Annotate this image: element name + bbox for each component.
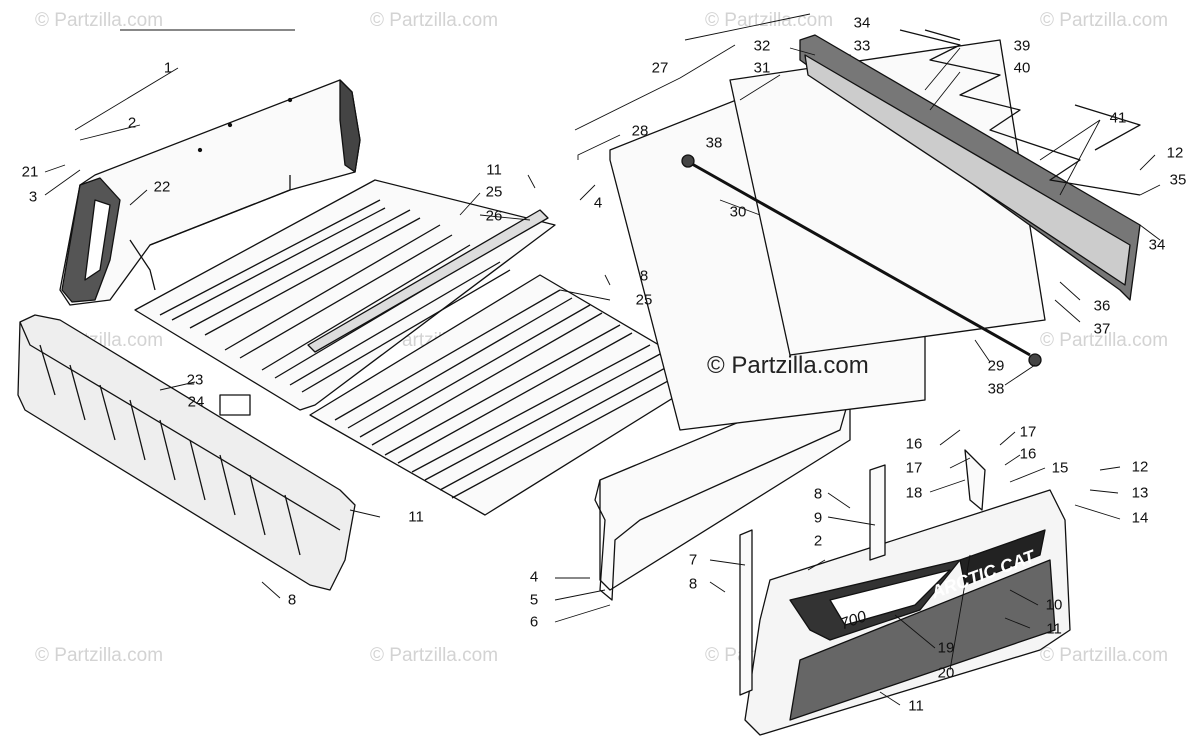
bracket-9 — [869, 464, 886, 561]
watermark: © Partzilla.com — [1040, 645, 1169, 666]
watermark: © Partzilla.com — [370, 10, 499, 31]
callout-label: 11 — [486, 161, 502, 179]
callout-label: 28 — [631, 122, 649, 140]
callout-label: 33 — [853, 37, 871, 55]
callout-label: 23 — [186, 371, 204, 389]
callout-label: 11 — [1046, 620, 1062, 638]
callout-label: 11 — [408, 508, 424, 526]
callout-label: 21 — [21, 163, 39, 181]
callout-label: 32 — [753, 37, 771, 55]
callout-label: 40 — [1013, 59, 1031, 77]
callout-label: 19 — [937, 639, 955, 657]
center-watermark: © Partzilla.com — [707, 352, 869, 379]
callout-label: 15 — [1051, 459, 1069, 477]
rear-gate-assembly — [799, 29, 1141, 301]
callout-label: 10 — [1045, 596, 1063, 614]
callout-label: 1 — [163, 59, 173, 77]
callout-label: 16 — [905, 435, 923, 453]
callout-label: 8 — [639, 267, 649, 285]
watermark: © Partzilla.com — [1040, 330, 1169, 351]
callout-label: 17 — [1019, 423, 1037, 441]
strap-18 — [964, 449, 986, 511]
callout-label: 22 — [153, 178, 171, 196]
callout-label: 16 — [1019, 445, 1037, 463]
callout-label: 37 — [1093, 320, 1111, 338]
watermark: © Partzilla.com — [370, 645, 499, 666]
callout-label: 13 — [1131, 484, 1149, 502]
cap-38b — [1028, 353, 1042, 367]
callout-label: 5 — [529, 591, 539, 609]
tailgate — [744, 489, 1071, 736]
cap-38 — [681, 154, 695, 168]
watermark: © Partzilla.com — [35, 645, 164, 666]
callout-label: 41 — [1109, 109, 1127, 127]
left-side-panel — [17, 314, 356, 591]
callout-label: 6 — [529, 613, 539, 631]
decal-24 — [219, 394, 251, 416]
callout-label: 25 — [485, 183, 503, 201]
callout-label: 2 — [127, 114, 137, 132]
callout-label: 11 — [908, 697, 924, 715]
callout-label: 29 — [987, 357, 1005, 375]
watermark: © Partzilla.com — [705, 10, 834, 31]
callout-label: 36 — [1093, 297, 1111, 315]
rear-liner-sheet — [729, 39, 1046, 356]
callout-label: 34 — [853, 14, 871, 32]
callout-label: 27 — [651, 59, 669, 77]
bed-floor-right — [309, 274, 711, 516]
callout-label: 12 — [1131, 458, 1149, 476]
floor-divider-strip — [307, 209, 549, 353]
callout-label: 35 — [1169, 171, 1187, 189]
callout-label: 8 — [688, 575, 698, 593]
watermark: © Partzilla.com — [35, 10, 164, 31]
callout-label: 18 — [905, 484, 923, 502]
callout-label: 12 — [1166, 144, 1184, 162]
callout-label: 8 — [813, 485, 823, 503]
rod-29 — [684, 158, 1031, 357]
callout-label: 24 — [187, 393, 205, 411]
callout-label: 14 — [1131, 509, 1149, 527]
callout-label: 34 — [1148, 236, 1166, 254]
callout-label: 38 — [705, 134, 723, 152]
callout-label: 25 — [635, 291, 653, 309]
callout-label: 3 — [28, 188, 38, 206]
front-panel — [59, 79, 361, 306]
callout-label: 26 — [485, 207, 503, 225]
bed-floor-left — [134, 179, 556, 411]
watermark: © Partzilla.com — [1040, 10, 1169, 31]
callout-label: 9 — [813, 509, 823, 527]
callout-label: 7 — [688, 551, 698, 569]
callout-label: 17 — [905, 459, 923, 477]
callout-label: 2 — [813, 532, 823, 550]
callout-label: 31 — [753, 59, 771, 77]
bracket-7 — [739, 529, 753, 696]
callout-label: 20 — [937, 664, 955, 682]
callout-label: 4 — [593, 194, 603, 212]
callout-label: 4 — [529, 568, 539, 586]
callout-label: 39 — [1013, 37, 1031, 55]
callout-label: 30 — [729, 203, 747, 221]
callout-label: 8 — [287, 591, 297, 609]
callout-label: 38 — [987, 380, 1005, 398]
